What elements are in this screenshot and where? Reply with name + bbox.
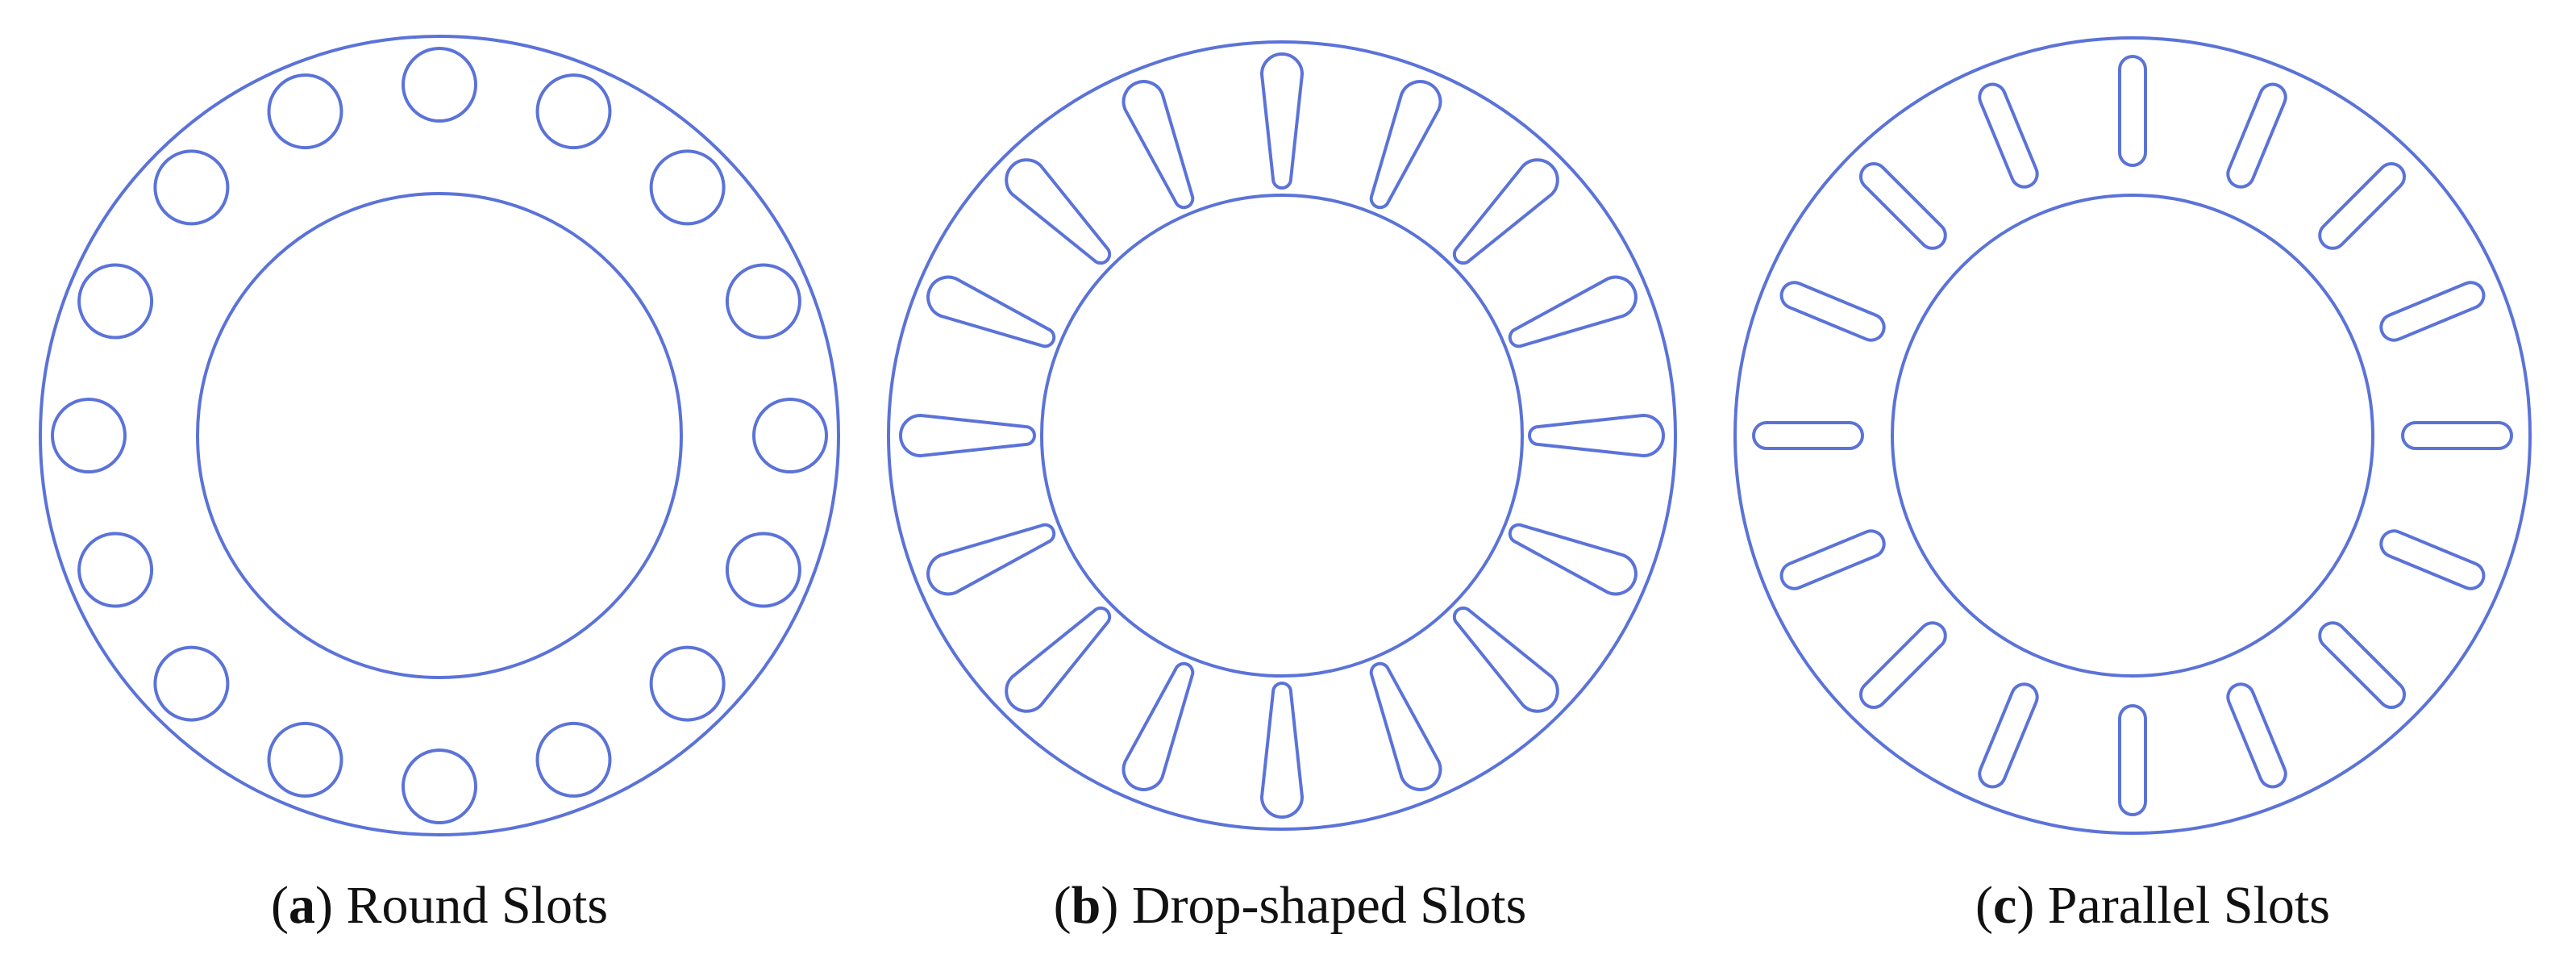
- inner-circle: [1040, 194, 1524, 678]
- caption-a-label: Round Slots: [346, 876, 609, 935]
- caption-b-letter: b: [1071, 876, 1101, 935]
- slot-round: [267, 73, 343, 150]
- slot-drop: [1452, 606, 1559, 713]
- slot-parallel: [2379, 529, 2486, 590]
- parallel-slots-diagram: [1733, 36, 2532, 835]
- slot-parallel: [1978, 82, 2039, 189]
- drop-shaped-slots-diagram: [887, 40, 1677, 831]
- inner-circle: [1891, 194, 2374, 678]
- slot-round: [725, 263, 801, 340]
- slot-drop: [1005, 606, 1112, 713]
- slot-parallel: [1858, 621, 1947, 710]
- slot-round: [402, 47, 477, 123]
- caption-a-letter: a: [288, 876, 315, 935]
- slot-drop: [1122, 80, 1195, 210]
- inner-circle: [196, 192, 683, 679]
- outer-circle: [39, 35, 840, 836]
- slot-drop: [1528, 413, 1665, 458]
- slot-round: [649, 149, 726, 226]
- slot-parallel: [1978, 682, 2039, 789]
- caption-c-letter: c: [1993, 876, 2017, 935]
- slot-parallel: [1752, 421, 1864, 450]
- slot-drop: [1259, 52, 1305, 190]
- slot-drop: [926, 523, 1056, 596]
- slot-round: [77, 263, 154, 340]
- slot-round: [535, 73, 612, 150]
- caption-c: (c) Parallel Slots: [1975, 876, 2330, 935]
- slot-parallel: [2226, 82, 2287, 189]
- outer-circle: [1733, 36, 2532, 835]
- slot-round: [51, 398, 127, 473]
- slot-drop: [1369, 80, 1442, 210]
- slot-round: [402, 749, 477, 824]
- slot-parallel: [2118, 704, 2147, 816]
- slot-parallel: [2379, 281, 2486, 342]
- slot-round: [153, 149, 230, 226]
- slot-parallel: [1779, 529, 1886, 590]
- slot-round: [153, 645, 230, 722]
- slot-drop: [899, 413, 1036, 458]
- slot-drop: [1122, 661, 1195, 791]
- slot-round: [649, 645, 726, 722]
- slot-drop: [1369, 661, 1442, 791]
- caption-a: (a) Round Slots: [270, 876, 609, 935]
- slot-drop: [1508, 523, 1638, 596]
- slot-round: [535, 721, 612, 798]
- slot-parallel: [2318, 161, 2407, 250]
- slot-parallel: [2401, 421, 2513, 450]
- slot-drop: [1005, 158, 1112, 265]
- outer-circle: [887, 40, 1677, 831]
- slot-round: [725, 532, 801, 608]
- slot-round: [752, 398, 828, 473]
- slot-drop: [926, 275, 1056, 348]
- caption-b: (b) Drop-shaped Slots: [1053, 876, 1527, 935]
- slot-parallel: [1858, 161, 1947, 250]
- slot-diagrams: [39, 35, 2532, 836]
- slot-parallel: [2318, 621, 2407, 710]
- slot-parallel: [1779, 281, 1886, 342]
- slot-drop: [1508, 275, 1638, 348]
- caption-c-label: Parallel Slots: [2047, 876, 2330, 935]
- slot-parallel: [2226, 682, 2287, 789]
- slot-drop: [1259, 682, 1305, 819]
- round-slots-diagram: [39, 35, 840, 836]
- slot-drop: [1452, 158, 1559, 265]
- caption-b-label: Drop-shaped Slots: [1131, 876, 1527, 935]
- slot-round: [77, 532, 154, 608]
- slot-parallel: [2118, 55, 2147, 167]
- slot-round: [267, 721, 343, 798]
